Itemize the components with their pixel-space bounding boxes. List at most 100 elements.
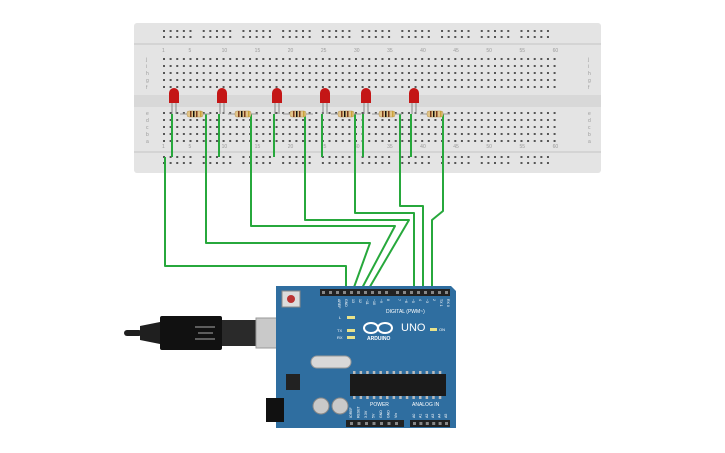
header-pin[interactable] (364, 291, 367, 294)
header-pin[interactable] (395, 422, 398, 425)
terminal-hole (275, 79, 278, 81)
terminal-hole (302, 86, 305, 88)
header-pin[interactable] (343, 291, 346, 294)
resistor[interactable] (180, 110, 210, 118)
header-pin[interactable] (438, 291, 441, 294)
header-pin[interactable] (432, 422, 436, 425)
wire-led3[interactable] (304, 114, 410, 291)
terminal-hole (255, 133, 258, 135)
led[interactable] (217, 88, 227, 114)
header-pin[interactable] (419, 422, 423, 425)
terminal-hole (348, 72, 351, 74)
terminal-hole (275, 112, 278, 114)
led[interactable] (361, 88, 371, 114)
terminal-hole (222, 126, 225, 128)
header-pin[interactable] (425, 422, 429, 425)
power-jack (266, 398, 284, 422)
led[interactable] (169, 88, 179, 114)
usb-cable[interactable] (124, 316, 279, 350)
terminal-hole (507, 112, 510, 114)
header-pin[interactable] (445, 291, 448, 294)
header-pin[interactable] (387, 422, 391, 425)
chip-leg (432, 396, 435, 399)
terminal-hole (222, 58, 225, 60)
chip-leg (405, 371, 409, 374)
header-pin[interactable] (329, 291, 332, 294)
header-pin[interactable] (378, 291, 381, 294)
rail-hole (169, 162, 172, 164)
led[interactable] (272, 88, 282, 114)
terminal-hole (500, 126, 503, 128)
wire-gnd[interactable] (164, 157, 347, 290)
rail-hole (487, 36, 490, 38)
resistor[interactable] (283, 110, 313, 118)
terminal-hole (527, 119, 530, 121)
resistor[interactable] (331, 110, 361, 118)
header-pin[interactable] (413, 422, 416, 425)
terminal-hole (546, 119, 549, 121)
header-pin[interactable] (445, 422, 448, 425)
terminal-hole (494, 58, 496, 60)
header-pin[interactable] (357, 422, 361, 425)
rail-hole (215, 36, 218, 38)
terminal-hole (513, 133, 516, 135)
resistor[interactable] (420, 110, 450, 118)
power-pin-label: 3.3V (364, 410, 368, 418)
header-pin[interactable] (365, 422, 368, 425)
resistor[interactable] (372, 110, 402, 118)
header-pin[interactable] (357, 291, 360, 294)
header-pin[interactable] (350, 291, 353, 294)
header-pin[interactable] (438, 422, 442, 425)
header-pin[interactable] (403, 291, 406, 294)
terminal-hole (308, 58, 311, 60)
terminal-hole (394, 72, 397, 74)
terminal-hole (335, 72, 338, 74)
header-pin[interactable] (431, 291, 434, 294)
wire-led4[interactable] (354, 114, 415, 290)
header-pin[interactable] (336, 291, 339, 294)
led-body (217, 88, 227, 103)
header-pin[interactable] (410, 291, 413, 294)
resistor-band (385, 111, 387, 117)
terminal-hole (381, 58, 384, 60)
rail-hole (368, 162, 371, 164)
header-pin[interactable] (371, 291, 374, 294)
wire-led2[interactable] (250, 114, 396, 291)
header-pin[interactable] (322, 291, 325, 294)
rail-hole (414, 156, 417, 158)
terminal-hole (341, 140, 344, 142)
digital-pin-label: ~5 (411, 299, 415, 303)
terminal-hole (308, 72, 311, 74)
led[interactable] (320, 88, 330, 114)
terminal-hole (460, 133, 463, 135)
header-pin[interactable] (396, 291, 399, 294)
wire-led1[interactable] (205, 114, 371, 291)
header-pin[interactable] (380, 422, 383, 425)
terminal-hole (335, 58, 338, 60)
terminal-hole (182, 119, 185, 121)
terminal-hole (500, 140, 503, 142)
header-pin[interactable] (424, 291, 427, 294)
rail-hole (302, 156, 305, 158)
rail-hole (407, 36, 410, 38)
terminal-hole (533, 119, 536, 121)
terminal-hole (487, 86, 490, 88)
reset-button-cap[interactable] (287, 295, 295, 303)
resistor[interactable] (228, 110, 258, 118)
rail-hole (209, 162, 212, 164)
header-pin[interactable] (385, 291, 388, 294)
header-pin[interactable] (417, 291, 420, 294)
usb-cable-cord (124, 330, 142, 336)
terminal-hole (527, 126, 530, 128)
wire-led5[interactable] (399, 114, 424, 290)
terminal-hole (540, 72, 543, 74)
header-pin[interactable] (372, 422, 376, 425)
rail-hole (361, 36, 364, 38)
terminal-hole (196, 126, 199, 128)
terminal-hole (262, 86, 265, 88)
header-pin[interactable] (350, 422, 353, 425)
led[interactable] (409, 88, 419, 114)
wire-led6[interactable] (431, 114, 444, 290)
